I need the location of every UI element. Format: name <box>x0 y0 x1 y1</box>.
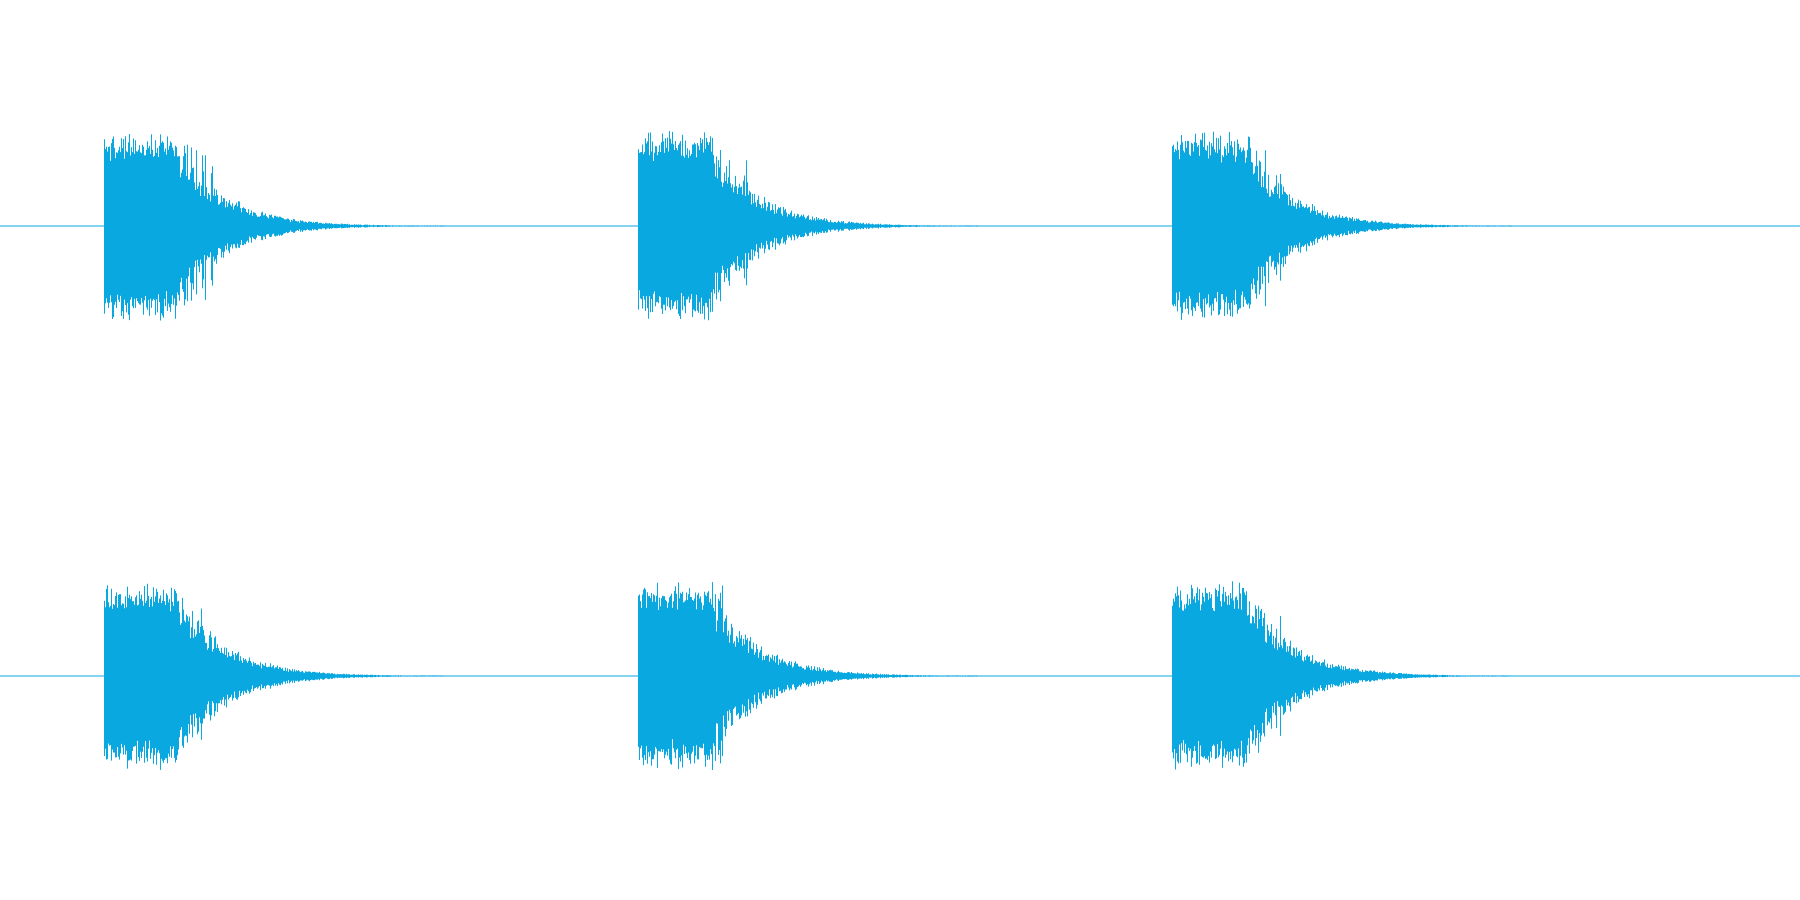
channel-1-track <box>0 131 1800 321</box>
channel-2-track <box>0 581 1800 770</box>
channel-1-hit-3 <box>1172 131 1512 320</box>
channel-1-hit-1 <box>104 134 444 321</box>
channel-2-hit-1 <box>104 583 444 770</box>
channel-1-hit-2 <box>638 131 978 321</box>
channel-2-hit-2 <box>638 582 978 770</box>
channel-2-hit-3 <box>1172 581 1512 770</box>
